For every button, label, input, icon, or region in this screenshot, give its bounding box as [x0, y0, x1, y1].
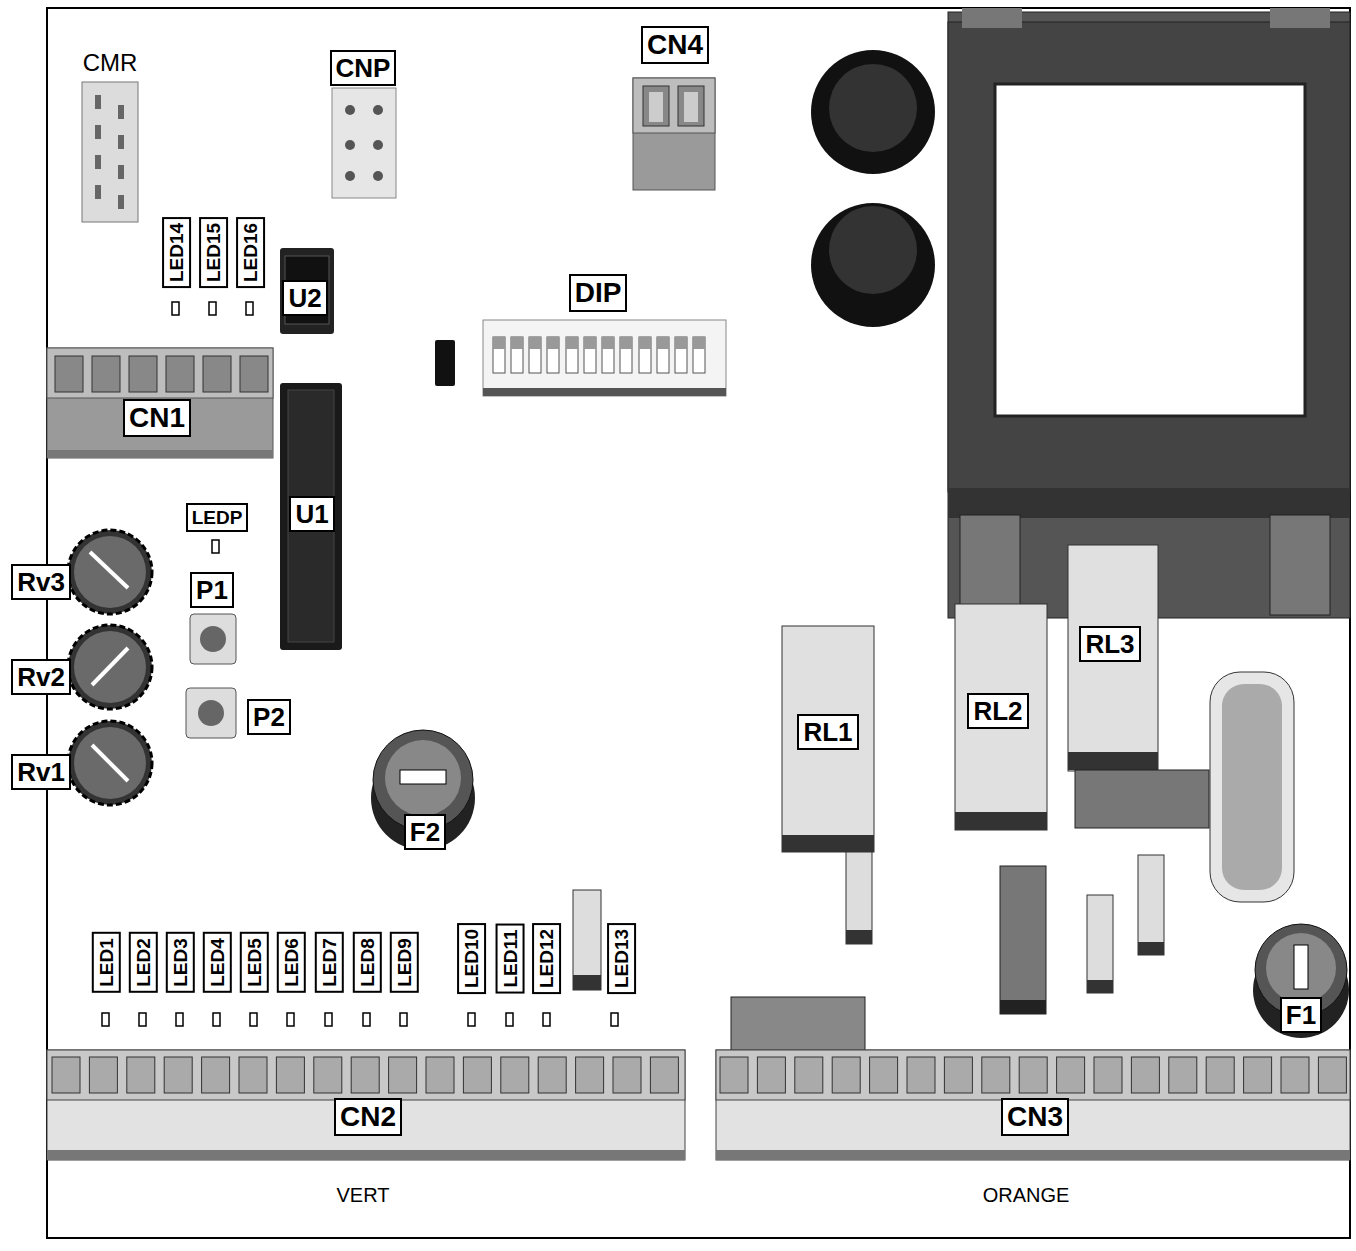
part-label: F1	[1280, 997, 1322, 1033]
terminal-slot	[1019, 1057, 1047, 1093]
terminal-slot	[795, 1057, 823, 1093]
part-label: LED3	[165, 932, 194, 993]
fuse-holder	[371, 730, 475, 850]
terminal-slot	[650, 1057, 678, 1093]
terminal-slot	[164, 1057, 192, 1093]
part-label: Rv1	[11, 754, 71, 790]
transformer	[948, 8, 1350, 618]
terminal-slots	[52, 1057, 1346, 1093]
terminal-slot	[982, 1057, 1010, 1093]
push-buttons	[186, 614, 236, 738]
part-label: LED10	[457, 922, 486, 993]
terminal-slot	[276, 1057, 304, 1093]
terminal-slot	[576, 1057, 604, 1093]
part-label: CN1	[123, 399, 191, 437]
terminal-slot	[389, 1057, 417, 1093]
terminal-slot	[1244, 1057, 1272, 1093]
board-label: CMR	[83, 51, 138, 75]
part-label: LED7	[314, 932, 343, 993]
trimmer-symbols	[68, 530, 152, 805]
terminal-slot	[351, 1057, 379, 1093]
board-label: VERT	[337, 1185, 390, 1205]
terminal-slot	[202, 1057, 230, 1093]
part-label: U1	[289, 496, 334, 532]
part-label: RL1	[797, 714, 858, 750]
part-label: U2	[282, 280, 327, 316]
part-label: CN4	[641, 26, 709, 64]
terminal-slot	[1206, 1057, 1234, 1093]
terminal-slot	[538, 1057, 566, 1093]
part-label: LED14	[162, 216, 191, 287]
part-label: LEDP	[186, 503, 249, 532]
part-label: LED9	[389, 932, 418, 993]
part-label: RL2	[967, 693, 1028, 729]
cn3-terminal	[716, 1050, 1350, 1160]
cmr-connector	[82, 82, 138, 222]
cn1-terminal	[47, 348, 273, 458]
part-label: LED6	[276, 932, 305, 993]
terminal-slot	[613, 1057, 641, 1093]
terminal-slot	[1131, 1057, 1159, 1093]
terminal-slot	[127, 1057, 155, 1093]
part-label: Rv2	[11, 659, 71, 695]
terminal-slot	[52, 1057, 80, 1093]
dip-switch	[483, 320, 726, 396]
part-label: CN2	[334, 1098, 402, 1136]
part-label: DIP	[569, 274, 628, 312]
terminal-slot	[944, 1057, 972, 1093]
part-label: Rv3	[11, 564, 71, 600]
part-label: LED16	[236, 216, 265, 287]
jumper	[435, 340, 455, 386]
board-outline	[47, 8, 1350, 1238]
led-symbols	[102, 302, 618, 1026]
fuse-holder	[1253, 924, 1349, 1038]
cn4-terminal	[633, 78, 715, 190]
terminal-slot	[1094, 1057, 1122, 1093]
terminal-slot	[757, 1057, 785, 1093]
part-label: LED1	[91, 932, 120, 993]
u2-chip	[280, 248, 334, 334]
terminal-slot	[89, 1057, 117, 1093]
terminal-slot	[501, 1057, 529, 1093]
cn2-terminal	[47, 1050, 685, 1160]
terminal-slot	[314, 1057, 342, 1093]
part-label: F2	[404, 814, 446, 850]
part-label: RL3	[1079, 626, 1140, 662]
part-label: LED5	[239, 932, 268, 993]
part-label: LED13	[607, 922, 636, 993]
part-label: P1	[190, 572, 234, 608]
part-label: LED2	[128, 932, 157, 993]
capacitors	[811, 50, 935, 327]
terminal-slot	[1169, 1057, 1197, 1093]
terminal-slot	[463, 1057, 491, 1093]
terminal-slot	[870, 1057, 898, 1093]
terminal-slot	[239, 1057, 267, 1093]
part-label: CN3	[1001, 1098, 1069, 1136]
terminal-slot	[1281, 1057, 1309, 1093]
terminal-slot	[720, 1057, 748, 1093]
part-label: LED11	[496, 923, 525, 993]
cnp-header	[332, 88, 396, 198]
part-label: CNP	[330, 50, 397, 86]
part-label: P2	[247, 699, 291, 735]
terminal-slot	[832, 1057, 860, 1093]
board-label: ORANGE	[983, 1185, 1070, 1205]
part-label: LED4	[202, 932, 231, 993]
terminal-slot	[426, 1057, 454, 1093]
terminal-slot	[907, 1057, 935, 1093]
part-label: LED15	[199, 216, 228, 287]
part-label: LED8	[352, 932, 381, 993]
terminal-slot	[1057, 1057, 1085, 1093]
u1-chip	[280, 383, 342, 650]
terminal-slot	[1318, 1057, 1346, 1093]
misc-components	[573, 672, 1294, 1051]
part-label: LED12	[532, 922, 561, 993]
